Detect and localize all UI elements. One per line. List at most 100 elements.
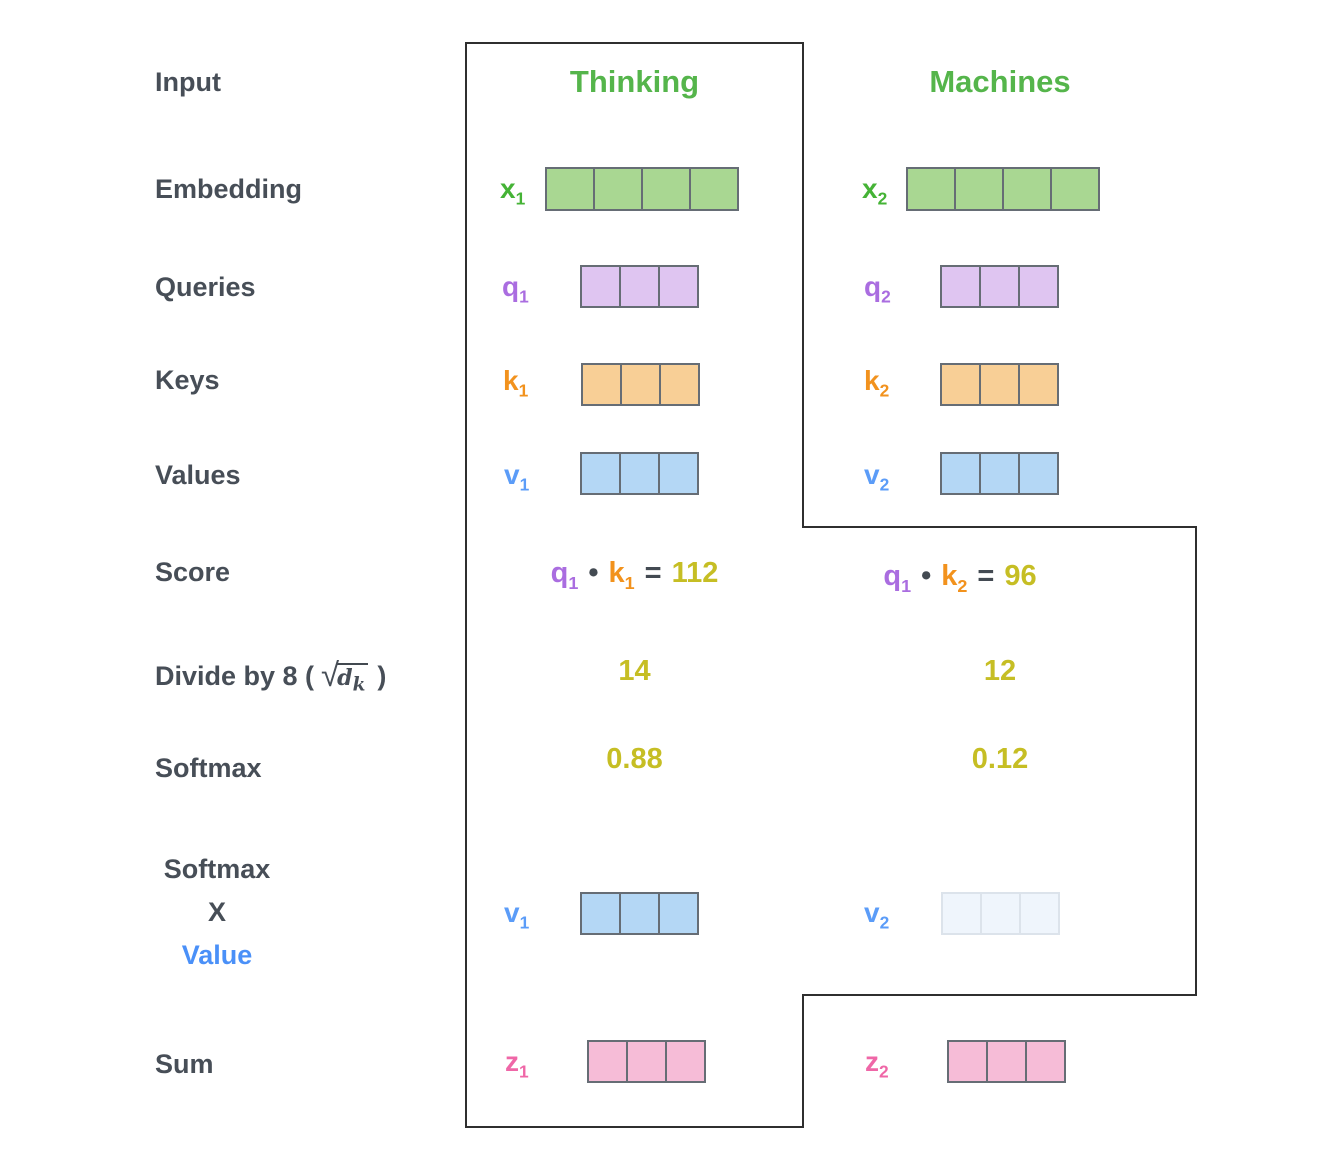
vector-cell xyxy=(658,452,699,495)
vector-cell xyxy=(665,1040,706,1083)
vector-cell xyxy=(659,363,700,406)
vector-cell xyxy=(641,167,691,211)
sxv-line-value: Value xyxy=(181,940,253,970)
score-q-term: q1 xyxy=(550,557,579,593)
score-equation-machines: q1 • k2 = 96 xyxy=(800,560,1120,596)
vector-cell xyxy=(545,167,595,211)
radicand-sub: k xyxy=(352,674,366,696)
radicand-base: d xyxy=(337,665,353,691)
equals-sign: = xyxy=(644,557,662,589)
softmax-value-v2-label: v2 xyxy=(864,897,890,933)
score-equation-thinking: q1 • k1 = 112 xyxy=(466,557,803,593)
softmax-value-v1-vector xyxy=(580,892,699,935)
sxv-line-x: X xyxy=(207,897,226,927)
row-label-queries: Queries xyxy=(155,272,256,302)
vector-cell xyxy=(940,265,981,308)
vector-cell xyxy=(619,452,660,495)
vector-cell xyxy=(941,892,982,935)
sqrt-icon: √ xyxy=(321,656,340,693)
vector-cell xyxy=(947,1040,988,1083)
x1-label: x1 xyxy=(500,173,526,209)
softmax-value-v1-label: v1 xyxy=(504,897,530,933)
k1-vector xyxy=(581,363,700,406)
v2-label: v2 xyxy=(864,459,890,495)
z1-label: z1 xyxy=(505,1046,529,1082)
vector-cell xyxy=(1018,452,1059,495)
row-label-score: Score xyxy=(155,557,231,587)
score-result: 112 xyxy=(671,557,719,589)
vector-cell xyxy=(954,167,1004,211)
vector-cell xyxy=(979,363,1020,406)
v2-vector xyxy=(940,452,1059,495)
x2-label: x2 xyxy=(862,173,888,209)
vector-cell xyxy=(620,363,661,406)
vector-cell xyxy=(593,167,643,211)
v1-label: v1 xyxy=(504,459,530,495)
vector-cell xyxy=(940,452,981,495)
z2-vector xyxy=(947,1040,1066,1083)
vector-cell xyxy=(658,265,699,308)
row-label-keys: Keys xyxy=(155,365,220,395)
row-label-divide-by-8: Divide by 8 (√dk) xyxy=(155,655,386,696)
sxv-line-softmax: Softmax xyxy=(163,854,271,884)
vector-cell xyxy=(1002,167,1052,211)
vector-cell xyxy=(980,892,1021,935)
q1-vector xyxy=(580,265,699,308)
vector-cell xyxy=(906,167,956,211)
vector-cell xyxy=(986,1040,1027,1083)
divide-suffix: ) xyxy=(377,661,387,691)
row-label-softmax: Softmax xyxy=(155,753,262,783)
vector-cell xyxy=(626,1040,667,1083)
q2-vector xyxy=(940,265,1059,308)
score-k-term: k1 xyxy=(608,557,635,593)
vector-cell xyxy=(940,363,981,406)
divided-score-thinking: 14 xyxy=(618,655,651,687)
vector-cell xyxy=(581,363,622,406)
q2-label: q2 xyxy=(864,271,891,307)
k2-label: k2 xyxy=(864,365,890,401)
vector-cell xyxy=(619,265,660,308)
x1-vector xyxy=(545,167,739,211)
k2-vector xyxy=(940,363,1059,406)
sqrt-radicand: dk xyxy=(336,663,369,696)
vector-cell xyxy=(658,892,699,935)
vector-cell xyxy=(580,265,621,308)
vector-cell xyxy=(619,892,660,935)
score-q-term: q1 xyxy=(883,560,912,596)
row-label-embedding: Embedding xyxy=(155,174,302,204)
vector-cell xyxy=(979,265,1020,308)
row-label-values: Values xyxy=(155,460,241,490)
vector-cell xyxy=(1050,167,1100,211)
z1-vector xyxy=(587,1040,706,1083)
vector-cell xyxy=(580,452,621,495)
divided-score-machines: 12 xyxy=(983,655,1017,687)
equals-sign: = xyxy=(977,560,995,592)
z2-label: z2 xyxy=(865,1046,889,1082)
softmax-score-machines: 0.12 xyxy=(971,743,1029,775)
dot-product-icon: • xyxy=(921,560,932,592)
softmax-score-thinking: 0.88 xyxy=(606,743,663,775)
column-header-machines: Machines xyxy=(929,64,1071,99)
vector-cell xyxy=(1019,892,1060,935)
score-k-term: k2 xyxy=(941,560,968,596)
divide-prefix: Divide by 8 ( xyxy=(155,661,315,691)
score-result: 96 xyxy=(1004,560,1037,592)
vector-cell xyxy=(587,1040,628,1083)
vector-cell xyxy=(1025,1040,1066,1083)
row-label-input: Input xyxy=(155,67,221,97)
dot-product-icon: • xyxy=(588,557,599,589)
vector-cell xyxy=(689,167,739,211)
x2-vector xyxy=(906,167,1100,211)
column-header-thinking: Thinking xyxy=(569,64,700,99)
row-label-sum: Sum xyxy=(155,1049,214,1079)
vector-cell xyxy=(580,892,621,935)
v1-vector xyxy=(580,452,699,495)
vector-cell xyxy=(1018,265,1059,308)
vector-cell xyxy=(979,452,1020,495)
vector-cell xyxy=(1018,363,1059,406)
softmax-value-v2-vector-faded xyxy=(941,892,1060,935)
row-label-softmax-x-value: Softmax X Value xyxy=(155,848,279,977)
k1-label: k1 xyxy=(503,365,529,401)
